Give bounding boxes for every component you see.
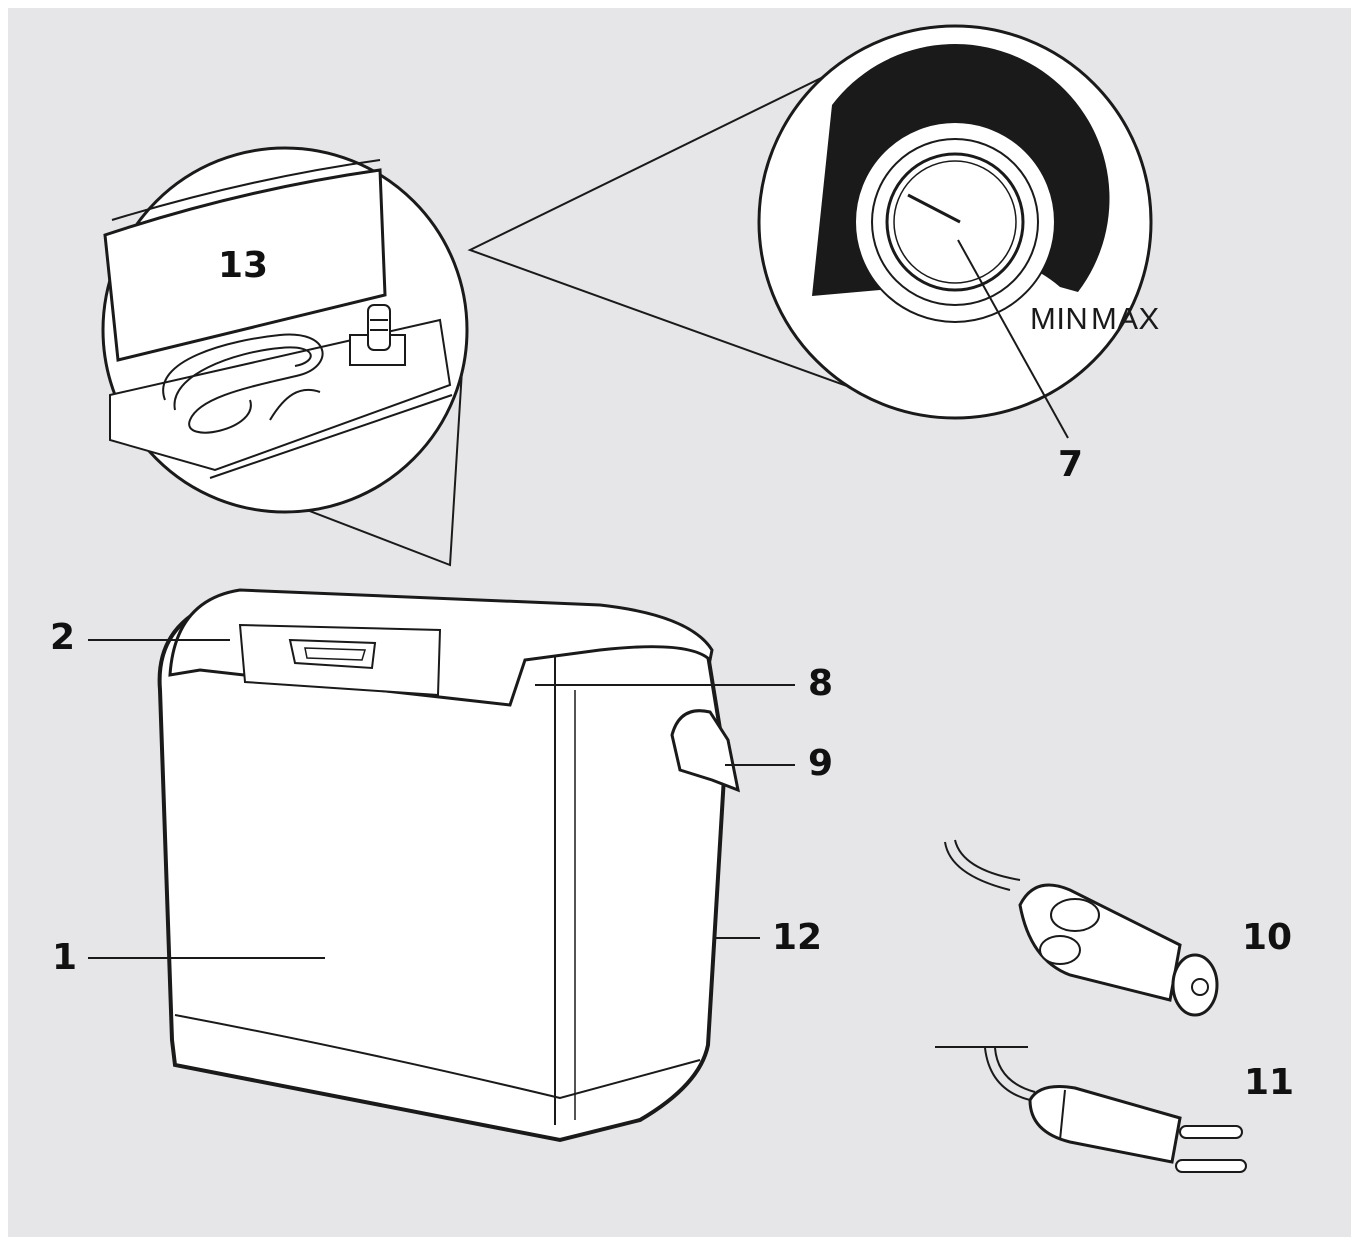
flap-top-edge xyxy=(111,159,381,221)
side-handle xyxy=(670,709,741,793)
leader-line-7 xyxy=(957,239,1069,439)
callout-12: 12 xyxy=(772,917,823,958)
storage-flap xyxy=(103,168,387,362)
dial-max-label: MAX xyxy=(1091,301,1160,336)
callout-1: 1 xyxy=(52,937,78,978)
leader-lines xyxy=(88,639,1028,1048)
temperature-knob xyxy=(885,152,1025,292)
mains-plug-cable xyxy=(984,1047,1031,1101)
plug-socket xyxy=(349,304,406,366)
dial-min-label: MIN xyxy=(1030,301,1089,336)
base-line xyxy=(174,1014,701,1100)
dial-magnifier xyxy=(757,24,1153,439)
cooler-body xyxy=(157,588,741,1143)
knob-pointer xyxy=(907,193,961,224)
callout-10: 10 xyxy=(1242,917,1293,958)
callout-11: 11 xyxy=(1244,1062,1295,1103)
mains-plug-body xyxy=(1028,1085,1182,1164)
callout-13: 13 xyxy=(218,245,269,286)
car-plug-cable xyxy=(944,841,1011,891)
compartment-magnifier xyxy=(101,146,469,514)
callout-2: 2 xyxy=(50,617,76,658)
callout-8: 8 xyxy=(808,663,834,704)
knob-inner-ring xyxy=(893,160,1017,284)
callout-9: 9 xyxy=(808,743,834,784)
mains-plug-pin-lower xyxy=(1175,1159,1247,1173)
mains-plug-pin-upper xyxy=(1179,1125,1243,1139)
lid-latch xyxy=(288,638,377,670)
coiled-cable xyxy=(162,333,324,434)
callout-7: 7 xyxy=(1058,444,1084,485)
car-plug xyxy=(944,839,1219,1017)
lid-edge-line xyxy=(209,394,453,479)
mains-plug xyxy=(984,1047,1247,1173)
